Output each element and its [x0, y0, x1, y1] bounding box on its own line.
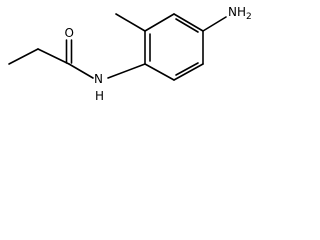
ring-bond-c3-c4: [173, 13, 204, 32]
ring-bond-c5-c6: [173, 63, 204, 81]
bond-amine: [202, 16, 227, 32]
amide-nitrogen-label: N: [94, 72, 103, 86]
ring-inner-double-3: [175, 62, 199, 76]
ring-inner-double-2: [175, 18, 199, 33]
bond-ethyl-ch2-carbonyl: [37, 48, 70, 65]
amine-subscript: 2: [246, 12, 252, 22]
chemical-structure-diagram: O N H NH2: [8, 5, 252, 103]
amide-hydrogen-label: H: [95, 89, 104, 103]
amine-group-label: NH2: [228, 5, 252, 22]
ring-bond-c2-c3: [144, 13, 175, 32]
bond-methyl: [115, 13, 146, 32]
amine-nh-text: NH: [228, 5, 246, 19]
oxygen-atom-label: O: [65, 26, 74, 40]
bond-ethyl-ch3-ch2: [8, 48, 39, 65]
ring-bond-c6-c1: [144, 63, 175, 81]
bond-carbonyl-nitrogen: [68, 63, 94, 79]
bond-nitrogen-ring: [107, 63, 146, 79]
